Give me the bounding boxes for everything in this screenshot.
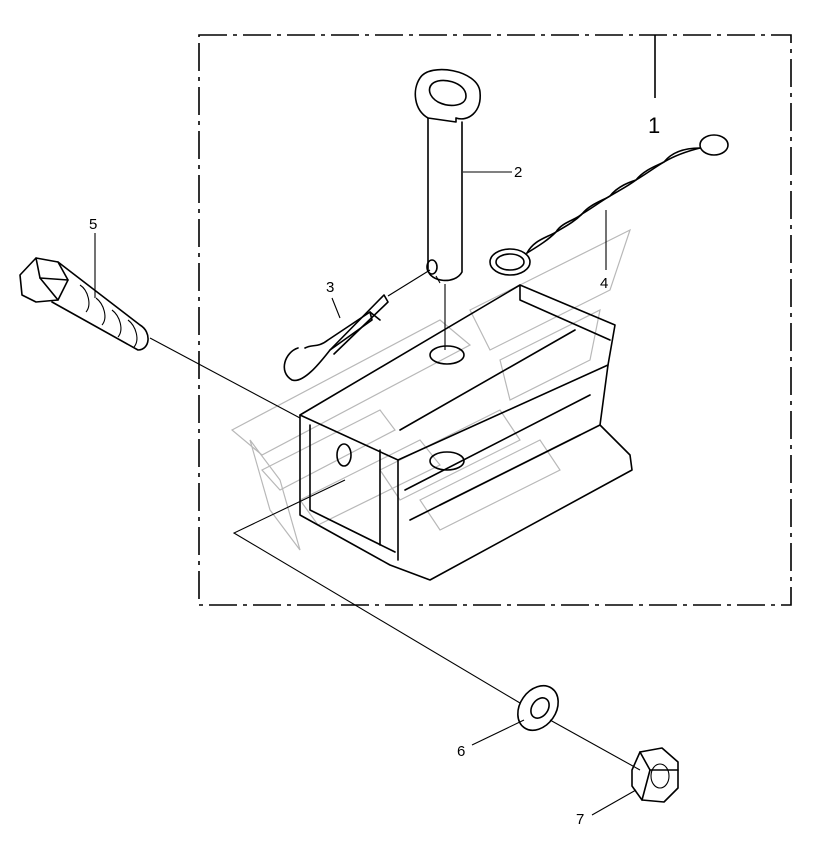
hitch-bracket bbox=[299, 284, 633, 581]
callout-nut: 7 bbox=[576, 811, 584, 828]
spring-clip bbox=[283, 269, 431, 382]
hex-nut bbox=[631, 747, 679, 803]
ring-chain bbox=[489, 134, 729, 276]
callout-ring-chain: 4 bbox=[600, 275, 608, 292]
hex-bolt bbox=[19, 257, 301, 419]
callout-pin: 2 bbox=[514, 164, 522, 181]
callout-assembly: 1 bbox=[648, 113, 660, 138]
callout-washer: 6 bbox=[457, 743, 465, 760]
watermark-logo bbox=[230, 228, 632, 551]
assembly-axis bbox=[232, 479, 641, 771]
washer bbox=[517, 684, 559, 732]
lock-pin bbox=[414, 68, 481, 350]
callout-bolt: 5 bbox=[89, 216, 97, 233]
callout-clip: 3 bbox=[326, 279, 334, 296]
leader-lines bbox=[94, 171, 637, 816]
assembly-boundary bbox=[198, 34, 792, 606]
